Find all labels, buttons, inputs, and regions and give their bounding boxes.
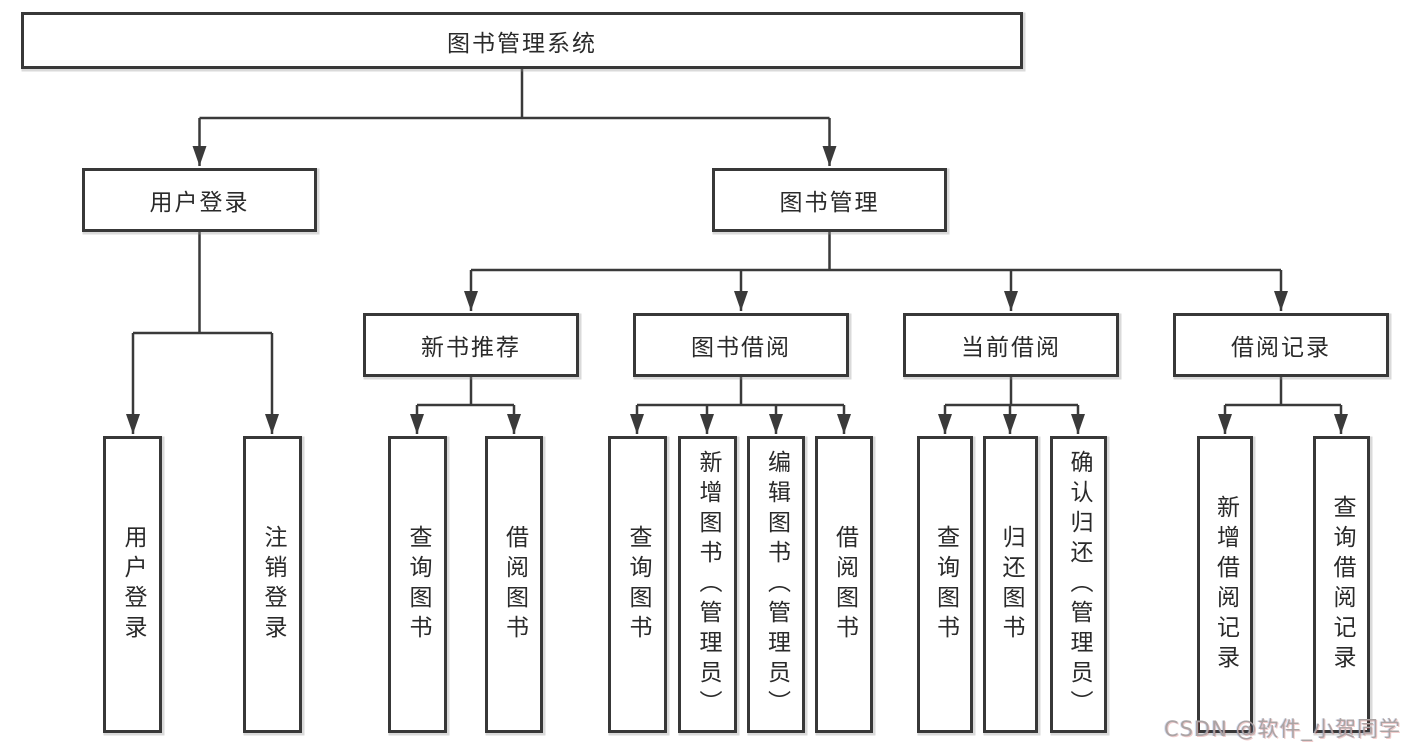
node-new-book-recommendation: 新书推荐 <box>363 313 579 377</box>
connector-borrowing-records-children <box>1225 377 1341 407</box>
node-user-login: 用户登录 <box>82 168 317 232</box>
leaf-user-login: 用户登录 <box>103 436 162 733</box>
node-label: 借阅记录 <box>1231 335 1331 361</box>
node-book-management: 图书管理 <box>712 168 947 232</box>
leaf-borrow-books-recommend: 借阅图书 <box>485 436 543 733</box>
node-label: 查询图书 <box>405 524 431 645</box>
node-label: 确认归还（管理员） <box>1066 449 1092 720</box>
connector-new-book-children <box>417 377 514 407</box>
node-label: 归还图书 <box>998 524 1024 645</box>
leaf-logout: 注销登录 <box>243 436 302 733</box>
node-label: 查询图书 <box>932 524 959 645</box>
leaf-confirm-return-admin: 确认归还（管理员） <box>1050 436 1107 733</box>
leaf-edit-book-admin: 编辑图书（管理员） <box>747 436 805 733</box>
node-label: 借阅图书 <box>831 524 858 645</box>
node-label: 新增图书（管理员） <box>695 449 721 720</box>
node-borrowing-records: 借阅记录 <box>1173 313 1389 377</box>
node-label: 图书借阅 <box>691 335 791 361</box>
node-label: 查询借阅记录 <box>1329 494 1355 675</box>
node-label: 注销登录 <box>260 524 286 645</box>
node-label: 借阅图书 <box>501 524 528 645</box>
leaf-query-books-recommend: 查询图书 <box>388 436 447 733</box>
node-label: 用户登录 <box>149 190 250 216</box>
leaf-return-book: 归还图书 <box>983 436 1038 733</box>
node-current-borrowing: 当前借阅 <box>903 313 1119 377</box>
connector-root-to-level2 <box>199 69 830 120</box>
leaf-add-borrow-record: 新增借阅记录 <box>1197 436 1253 733</box>
leaf-add-book-admin: 新增图书（管理员） <box>678 436 737 733</box>
leaf-borrow-books-borrowing: 借阅图书 <box>815 436 873 733</box>
node-label: 新书推荐 <box>421 335 521 361</box>
csdn-watermark: CSDN @软件_小贺同学 <box>1163 717 1401 741</box>
node-label: 新增借阅记录 <box>1212 494 1239 675</box>
leaf-query-books-current: 查询图书 <box>917 436 973 733</box>
node-label: 图书管理 <box>779 190 880 216</box>
connector-current-borrowing-children <box>945 377 1078 407</box>
leaf-query-borrow-record: 查询借阅记录 <box>1313 436 1370 733</box>
connector-book-borrowing-children <box>637 377 844 407</box>
connector-book-management-children <box>471 232 1281 272</box>
node-label: 当前借阅 <box>961 335 1061 361</box>
connector-user-login-children <box>133 232 272 335</box>
node-book-borrowing: 图书借阅 <box>633 313 849 377</box>
node-label: 编辑图书（管理员） <box>763 449 790 720</box>
node-label: 图书管理系统 <box>447 30 597 57</box>
node-label: 查询图书 <box>625 524 651 645</box>
node-label: 用户登录 <box>120 524 146 645</box>
leaf-query-books-borrowing: 查询图书 <box>608 436 667 733</box>
node-library-management-system: 图书管理系统 <box>21 12 1023 69</box>
